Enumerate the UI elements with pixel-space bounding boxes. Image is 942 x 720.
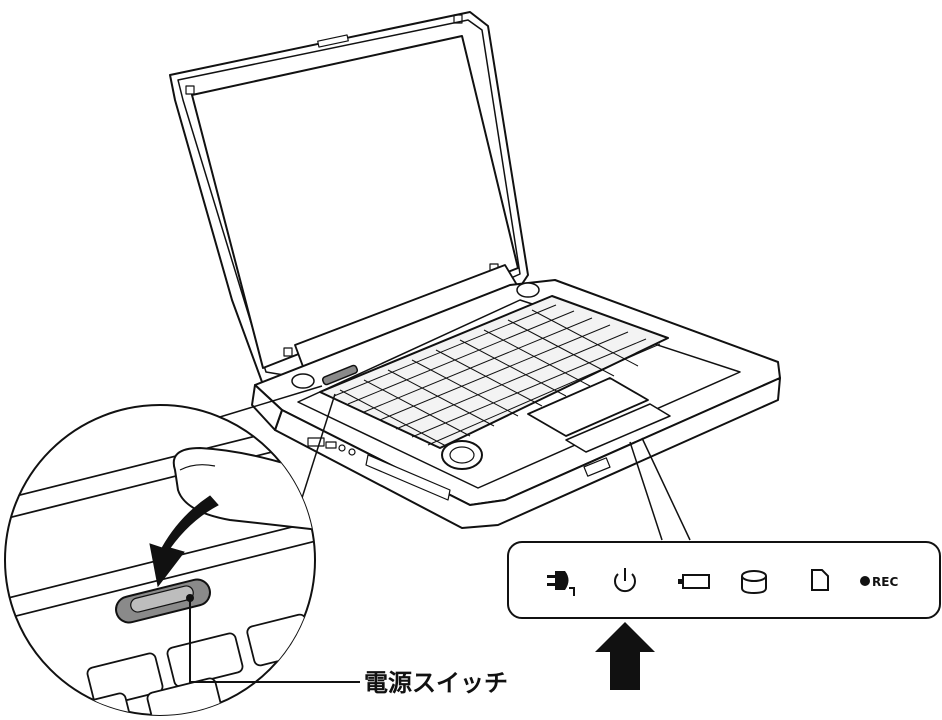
keyboard-keys (333, 304, 661, 447)
laptop-power-button[interactable] (321, 364, 359, 386)
dc-in-icon (547, 571, 575, 596)
keyboard (319, 295, 669, 449)
svg-text:REC: REC (872, 575, 898, 589)
laptop-illustration (169, 11, 781, 529)
callout-dot (186, 594, 194, 602)
up-arrow-icon (595, 622, 655, 690)
indicator-panel (507, 541, 941, 619)
magnified-view (4, 404, 316, 716)
touchpad-buttons (565, 403, 671, 453)
sd-card-icon (811, 569, 829, 591)
leader-lines (629, 437, 691, 541)
speaker-right-icon (516, 282, 540, 298)
battery-icon (678, 574, 710, 589)
power-icon (614, 568, 636, 593)
press-arrow-icon (149, 495, 219, 588)
power-switch-label: 電源スイッチ (364, 669, 508, 697)
touchpad (527, 377, 649, 437)
laptop-screen (191, 35, 519, 369)
disk-icon (741, 570, 767, 595)
rec-icon: REC (860, 575, 898, 589)
speaker-left-icon (291, 373, 315, 389)
callout-leader (189, 598, 360, 683)
